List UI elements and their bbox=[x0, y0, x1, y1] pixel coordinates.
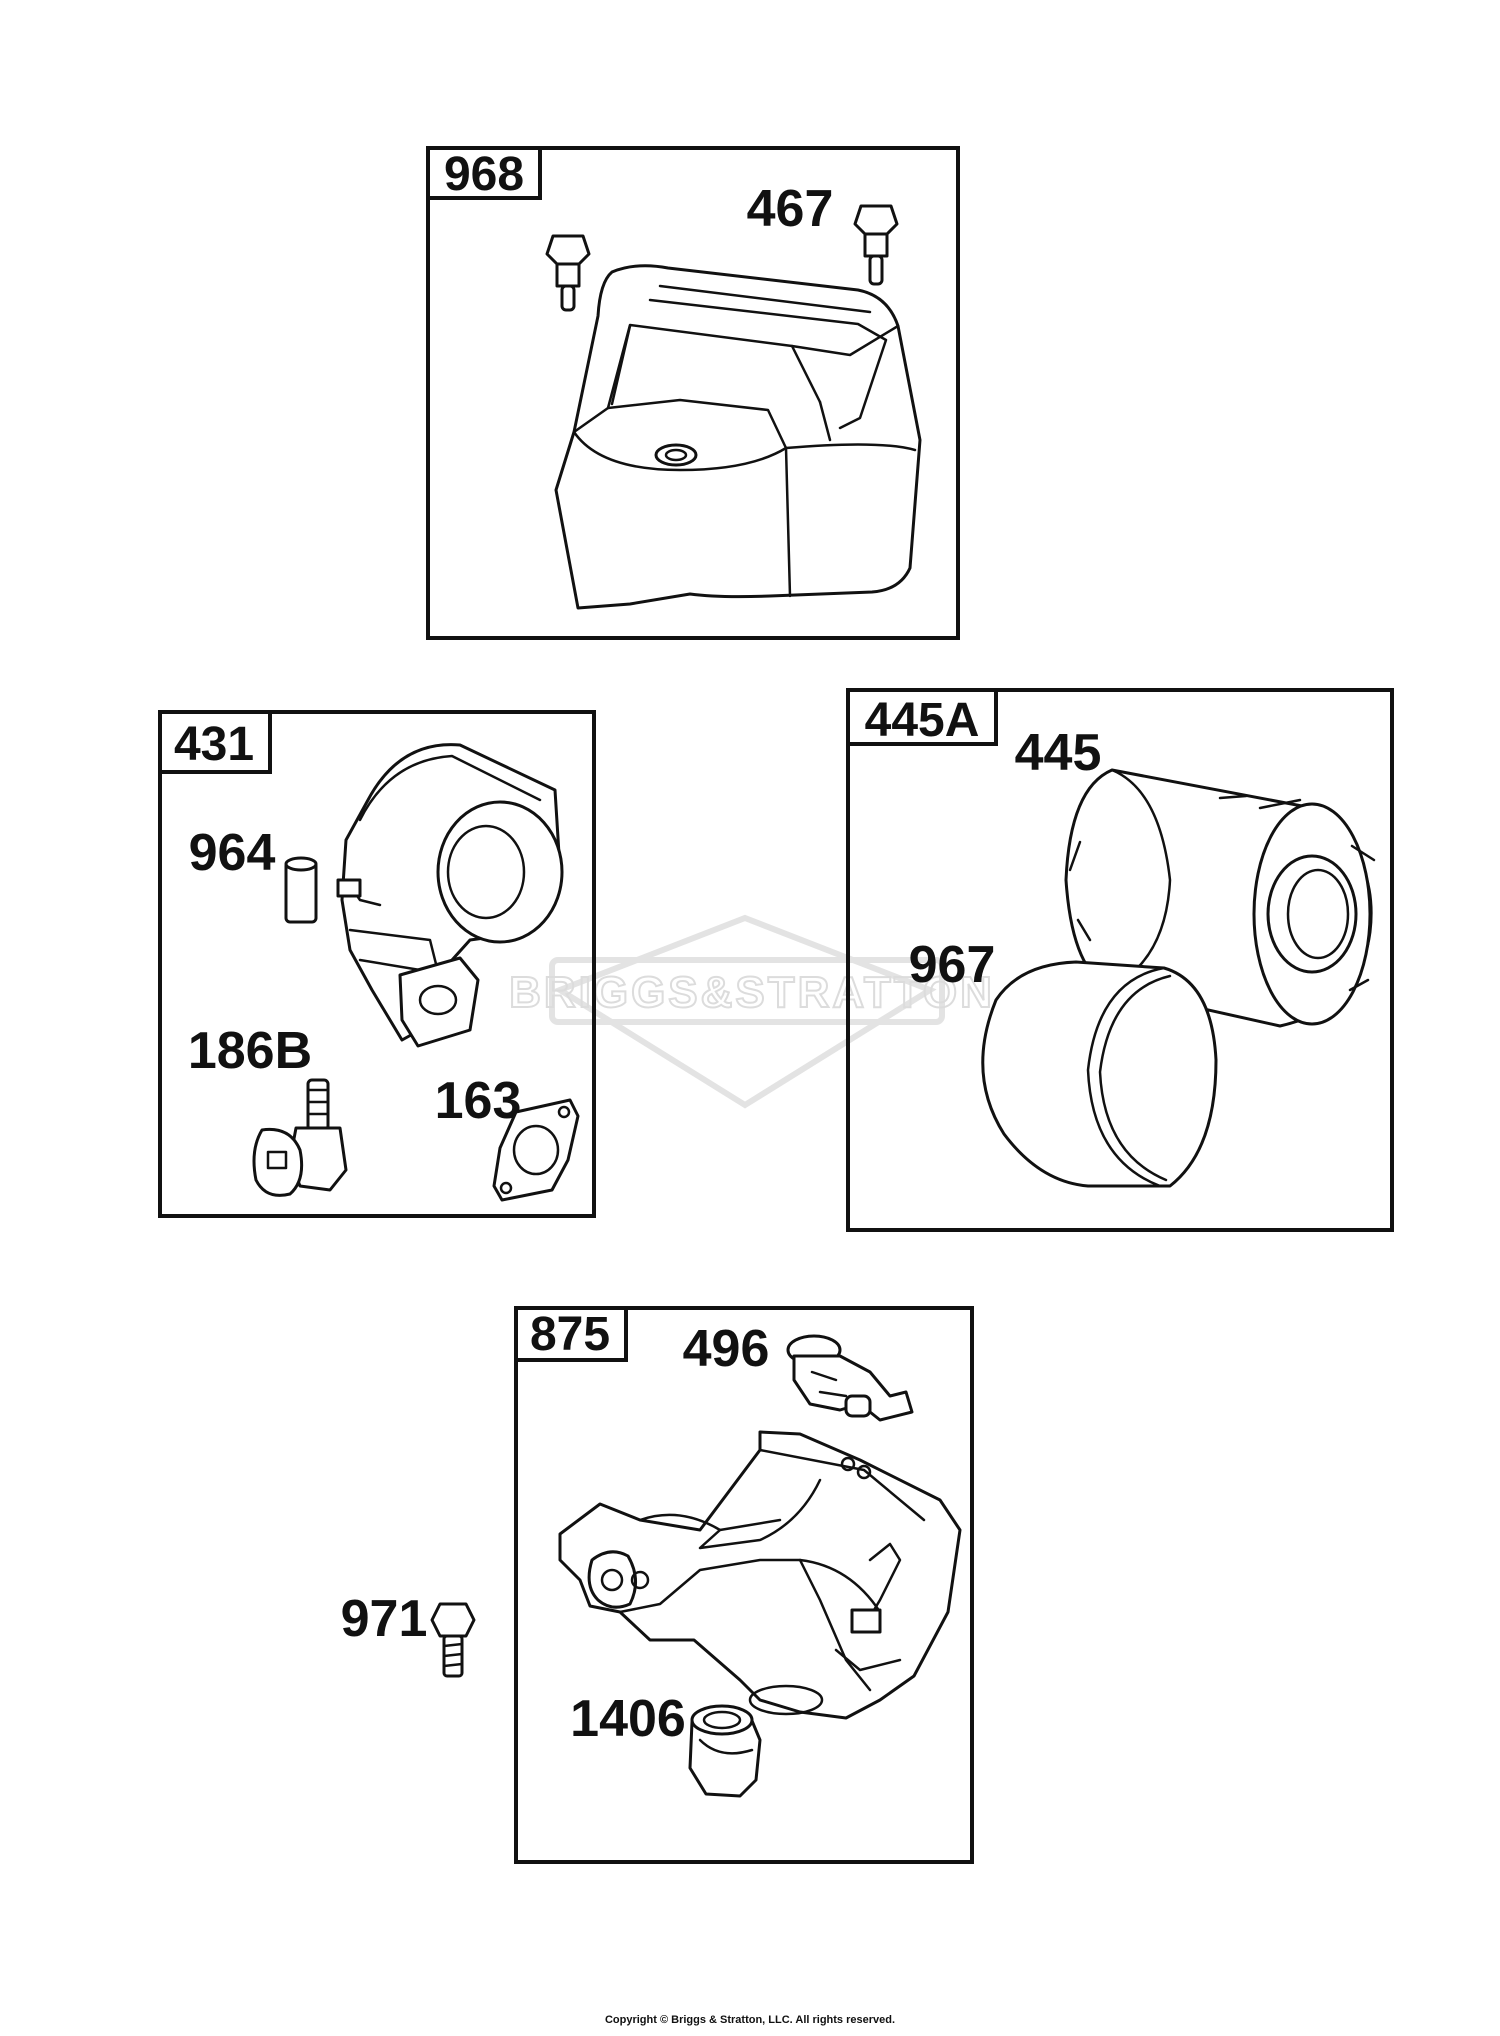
part-label-1406[interactable]: 1406 bbox=[570, 1690, 686, 1748]
brand-watermark: BRIGGS&STRATTON bbox=[508, 914, 995, 1109]
group-445A-id-box bbox=[846, 688, 998, 746]
group-875-id-box bbox=[514, 1306, 628, 1362]
part-label-186B[interactable]: 186B bbox=[188, 1022, 312, 1080]
watermark-brand-text: BRIGGS&STRATTON bbox=[509, 968, 995, 1017]
group-875[interactable]: 875 496 971 1406 bbox=[341, 1306, 974, 1864]
part-186B-fitting bbox=[252, 1078, 348, 1197]
part-431-base bbox=[336, 743, 564, 1048]
part-467-knob-left bbox=[545, 234, 591, 312]
part-label-967[interactable]: 967 bbox=[909, 936, 996, 994]
part-968-air-cleaner-cover bbox=[554, 264, 922, 610]
part-label-496[interactable]: 496 bbox=[683, 1320, 770, 1378]
copyright-notice: Copyright © Briggs & Stratton, LLC. All … bbox=[604, 2014, 896, 2026]
group-968-id-box bbox=[426, 146, 542, 200]
part-label-467[interactable]: 467 bbox=[747, 180, 834, 238]
part-496-breather bbox=[786, 1334, 914, 1422]
part-964-sleeve bbox=[284, 856, 318, 924]
group-431-frame bbox=[158, 710, 596, 1218]
group-445A[interactable]: 445A 445 967 bbox=[846, 688, 1394, 1232]
part-label-971[interactable]: 971 bbox=[341, 1590, 428, 1648]
part-875-base bbox=[558, 1430, 962, 1720]
part-1406-seal bbox=[688, 1704, 762, 1798]
group-431-id-box bbox=[158, 710, 272, 774]
part-label-964[interactable]: 964 bbox=[189, 824, 276, 882]
group-968-frame bbox=[426, 146, 960, 640]
part-967-precleaner bbox=[981, 960, 1218, 1188]
group-875-frame bbox=[514, 1306, 974, 1864]
part-label-163[interactable]: 163 bbox=[435, 1072, 522, 1130]
group-445A-id: 445A bbox=[865, 694, 980, 747]
group-431[interactable]: 431 964 186B 163 bbox=[158, 710, 596, 1218]
part-971-screw bbox=[430, 1602, 476, 1678]
part-label-445[interactable]: 445 bbox=[1015, 724, 1102, 782]
group-875-id: 875 bbox=[530, 1308, 610, 1361]
part-467-knob-right bbox=[853, 204, 899, 286]
group-431-id: 431 bbox=[174, 718, 254, 771]
group-968[interactable]: 968 467 bbox=[426, 146, 960, 640]
part-163-gasket bbox=[492, 1098, 580, 1202]
group-445A-frame bbox=[846, 688, 1394, 1232]
group-968-id: 968 bbox=[444, 148, 524, 201]
